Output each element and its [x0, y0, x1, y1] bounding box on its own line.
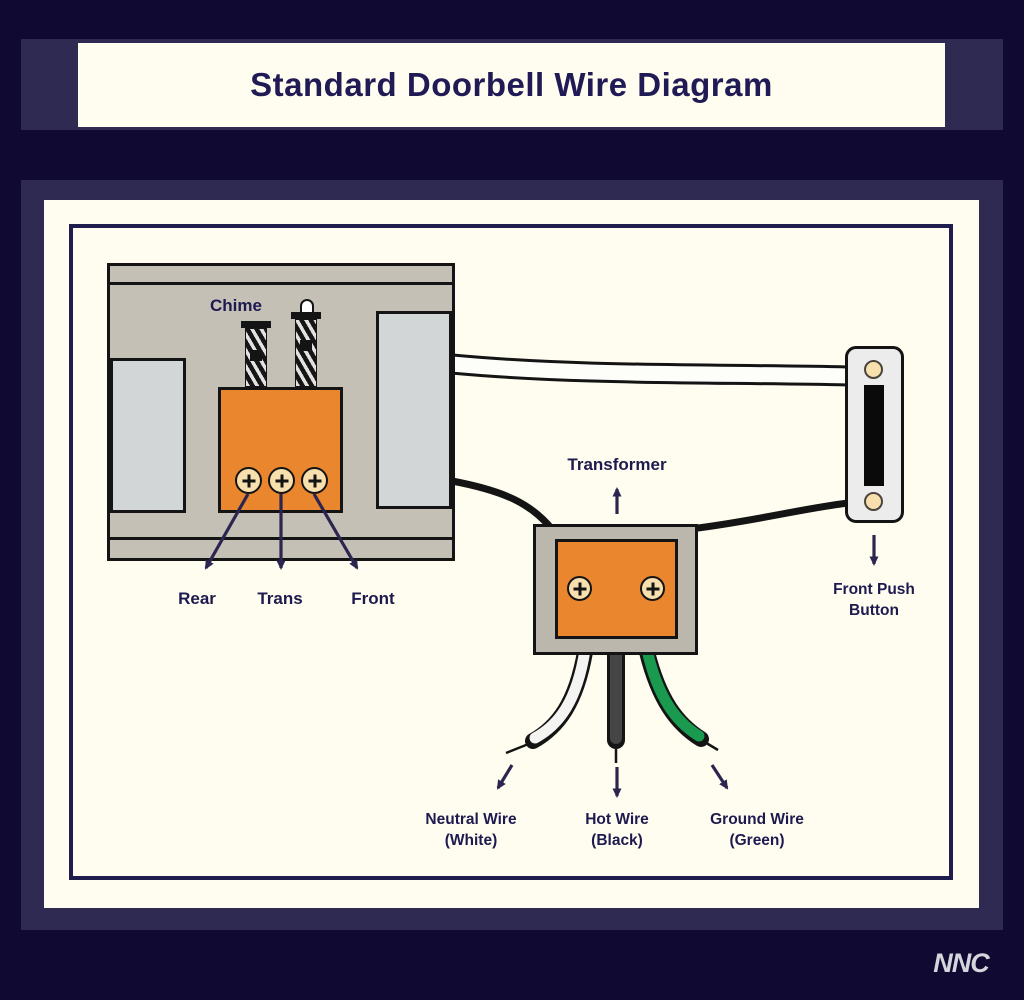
chime-label: Chime [210, 296, 262, 315]
front-push-button-label-line1: Front Push [833, 581, 915, 598]
ground-wire-label-line1: Ground Wire [710, 811, 804, 828]
trans-terminal-screw-icon [268, 467, 295, 494]
rear-terminal-screw-icon [235, 467, 262, 494]
doorbell-cable [451, 356, 849, 384]
front-terminal-screw-icon [301, 467, 328, 494]
left-striker-cap-icon [241, 321, 271, 328]
left-striker-block-icon [250, 350, 262, 361]
chime-to-transformer-wire [451, 477, 554, 531]
ground-wire-label: Ground Wire (Green) [687, 809, 827, 851]
hot-wire-label-line2: (Black) [591, 832, 643, 849]
neutral-wire-label-line2: (White) [444, 832, 498, 849]
chime-right-bell-bar [376, 311, 452, 509]
push-button-bottom-terminal-icon [864, 492, 883, 511]
push-button-top-terminal-icon [864, 360, 883, 379]
neutral-wire-label-line1: Neutral Wire [425, 811, 517, 828]
transformer-label: Transformer [567, 455, 667, 474]
page-title: Standard Doorbell Wire Diagram [250, 66, 773, 103]
chime-top-seam [110, 282, 452, 285]
neutral-wire-label: Neutral Wire (White) [401, 809, 541, 851]
front-push-button-label: Front Push Button [809, 579, 939, 621]
neutral-wire-tip [505, 741, 532, 755]
chime-left-bell-bar [110, 358, 186, 513]
ground-pointer-arrow [710, 764, 729, 790]
neutral-wire [529, 644, 591, 744]
rear-label: Rear [178, 589, 216, 608]
nnc-logo: NNC [933, 948, 990, 978]
hot-wire-label: Hot Wire (Black) [547, 809, 687, 851]
right-striker-block-icon [300, 340, 312, 351]
front-push-button-label-line2: Button [849, 602, 899, 619]
right-striker-spring-icon [295, 319, 317, 387]
transformer-left-screw-icon [567, 576, 592, 601]
ground-wire-label-line2: (Green) [729, 832, 785, 849]
transformer-to-button-wire [689, 499, 849, 533]
ground-wire [641, 644, 705, 742]
neutral-pointer-arrow [496, 764, 514, 790]
hot-wire-label-line1: Hot Wire [585, 811, 649, 828]
trans-label: Trans [257, 589, 303, 608]
right-striker-cap-icon [291, 312, 321, 319]
ground-wire-tip [702, 739, 719, 752]
front-label: Front [351, 589, 395, 608]
rear-pointer-arrow [204, 493, 250, 570]
transformer-right-screw-icon [640, 576, 665, 601]
push-button-slot [864, 385, 884, 486]
title-card: Standard Doorbell Wire Diagram [78, 43, 945, 127]
front-pointer-arrow [312, 493, 359, 570]
